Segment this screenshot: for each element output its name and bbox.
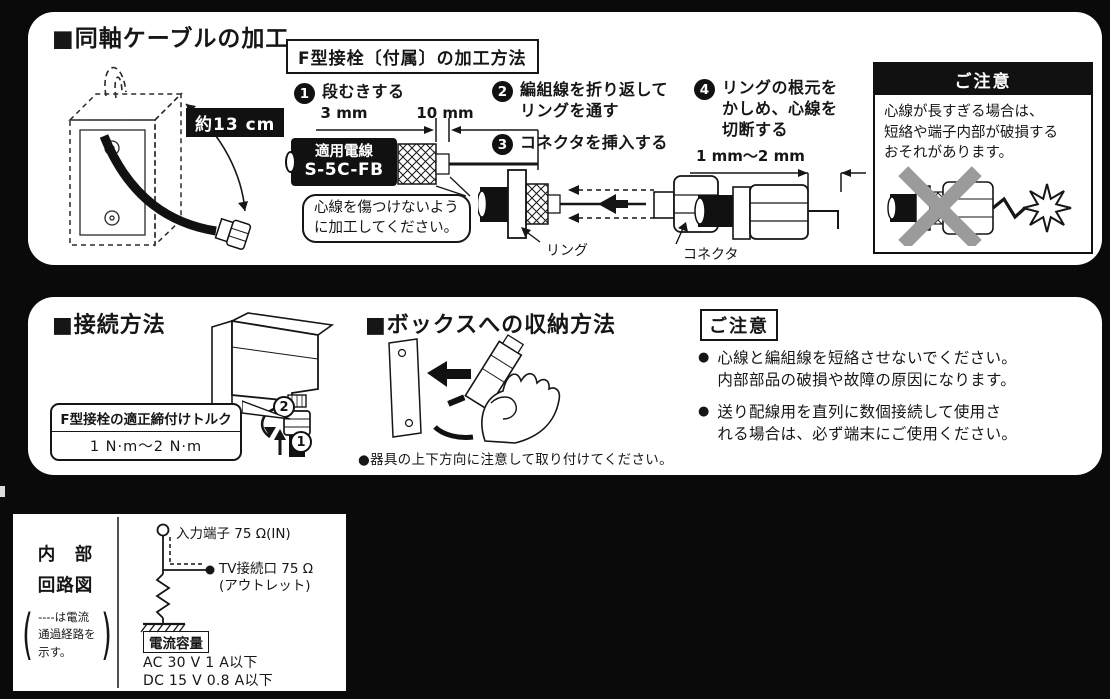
caution-body: 心線が長すぎる場合は、 短絡や端子内部が破損する おそれがあります。 (884, 104, 1058, 162)
outlet-device-illustration (211, 312, 335, 457)
hand-outline (481, 372, 561, 444)
spark-icon (1022, 183, 1072, 232)
dim-10mm: 10 mm (416, 104, 474, 122)
capacity-values: AC 30 V 1 A以下 DC 15 V 0.8 A以下 (143, 655, 274, 690)
dim-1-2mm: 1 mm〜2 mm (696, 147, 805, 165)
ring-label: リング (546, 243, 588, 259)
circuit-diagram (117, 517, 215, 688)
step-1: 1 段むきする (294, 82, 405, 104)
section-heading-connection: ■接続方法 (52, 313, 166, 338)
applicable-cable-label: 適用電線 S-5C-FB (285, 138, 397, 186)
torque-callout: F型接栓の適正締付けトルク 1 N·m〜2 N·m (50, 403, 242, 461)
bullet-icon: ● (698, 350, 710, 365)
core-wire-note: 心線を傷つけないよう に加工してください。 (302, 194, 471, 244)
insert-direction-arrow-icon (427, 361, 471, 387)
section-heading-cable-processing: ■同軸ケーブルの加工 (52, 26, 290, 52)
panel-connection: ■接続方法 2 1 F型接栓の適正締付けトルク 1 N·m〜2 N·m (28, 297, 1102, 475)
connector-label: コネクタ (683, 247, 739, 263)
caution-item: ● 送り配線用を直列に数個接続して使用さ れる場合は、必ず端末にご使用ください。 (698, 402, 1098, 445)
dim-3mm: 3 mm (320, 104, 368, 122)
step-2-badge: 2 (492, 81, 513, 102)
method-title: F型接栓〔付属〕の加工方法 (286, 39, 539, 74)
step-1-badge: 1 (294, 83, 315, 104)
close-paren: ) (100, 603, 112, 666)
torque-title: F型接栓の適正締付けトルク (52, 405, 240, 432)
step-4: 4 リングの根元を かしめ、心線を 切断する (694, 78, 838, 140)
step-3: 3 コネクタを挿入する (492, 133, 668, 155)
step-2: 2 編組線を折り返して リングを通す (492, 80, 668, 122)
step-1-text: 段むきする (322, 82, 405, 101)
step-4-text: リングの根元を かしめ、心線を 切断する (722, 78, 838, 139)
circuit-title: 内 部 回路図 (37, 545, 94, 596)
caution-list: ● 心線と編組線を短絡させないでください。 内部部品の破損や故障の原因になります… (698, 348, 1098, 457)
tv-outlet-node (205, 565, 215, 575)
hand-mounting-illustration (388, 334, 561, 444)
input-terminal-node (156, 523, 170, 537)
panel-internal-circuit: 内 部 回路図 ( ----は電流 通過経路を 示す。 ) 入力端子 75 Ω(… (13, 514, 346, 691)
caution-title: ご注意 (875, 64, 1091, 95)
cable-into-box (433, 425, 474, 440)
insert-arrow-icon (598, 194, 628, 214)
panel-cable-processing: ■同軸ケーブルの加工 (28, 12, 1102, 265)
step-2-text: 編組線を折り返して リングを通す (520, 80, 669, 120)
caution-label: ご注意 (700, 309, 778, 341)
step-1-circle: 1 (290, 431, 312, 453)
dashed-cable-loop (104, 66, 127, 99)
held-device (447, 334, 525, 411)
caution-item: ● 心線と編組線を短絡させないでください。 内部部品の破損や故障の原因になります… (698, 348, 1098, 391)
page-edge-mark (0, 486, 5, 497)
cable-cross-section (285, 151, 296, 173)
f-connector (214, 217, 252, 250)
prohibited-x-icon (898, 166, 982, 246)
cable-length-label: 約13 cm (186, 108, 285, 137)
input-terminal-label: 入力端子 75 Ω(IN) (176, 526, 291, 542)
caution-box-top: ご注意 心線が長すぎる場合は、 短絡や端子内部が破損する おそれがあります。 (873, 62, 1093, 254)
step-4-badge: 4 (694, 79, 715, 100)
capacity-title: 電流容量 (143, 631, 209, 653)
step-3-badge: 3 (492, 134, 513, 155)
current-path-dashed (169, 537, 205, 565)
torque-pointer (242, 400, 291, 420)
tv-outlet-label: TV接続口 75 Ω (アウトレット) (219, 561, 314, 594)
circuit-legend: ( ----は電流 通過経路を 示す。 ) (22, 603, 112, 666)
crimp-diagram (690, 169, 866, 240)
ground-symbol (140, 622, 186, 633)
coax-cable (99, 134, 217, 236)
short-circuit-warning-illustration (887, 166, 1072, 246)
ring-connector-diagram (478, 169, 719, 245)
orientation-note: ●器具の上下方向に注意して取り付けてください。 (358, 452, 673, 468)
bullet-icon: ● (698, 404, 710, 420)
section-heading-box-mounting: ■ボックスへの収納方法 (365, 313, 617, 338)
torque-value: 1 N·m〜2 N·m (89, 439, 203, 455)
open-paren: ( (22, 603, 33, 666)
wallbox-illustration (68, 66, 252, 250)
step-3-text: コネクタを挿入する (520, 133, 668, 152)
rotate-arrow-icon (260, 407, 275, 439)
resistor-symbol (155, 573, 171, 619)
